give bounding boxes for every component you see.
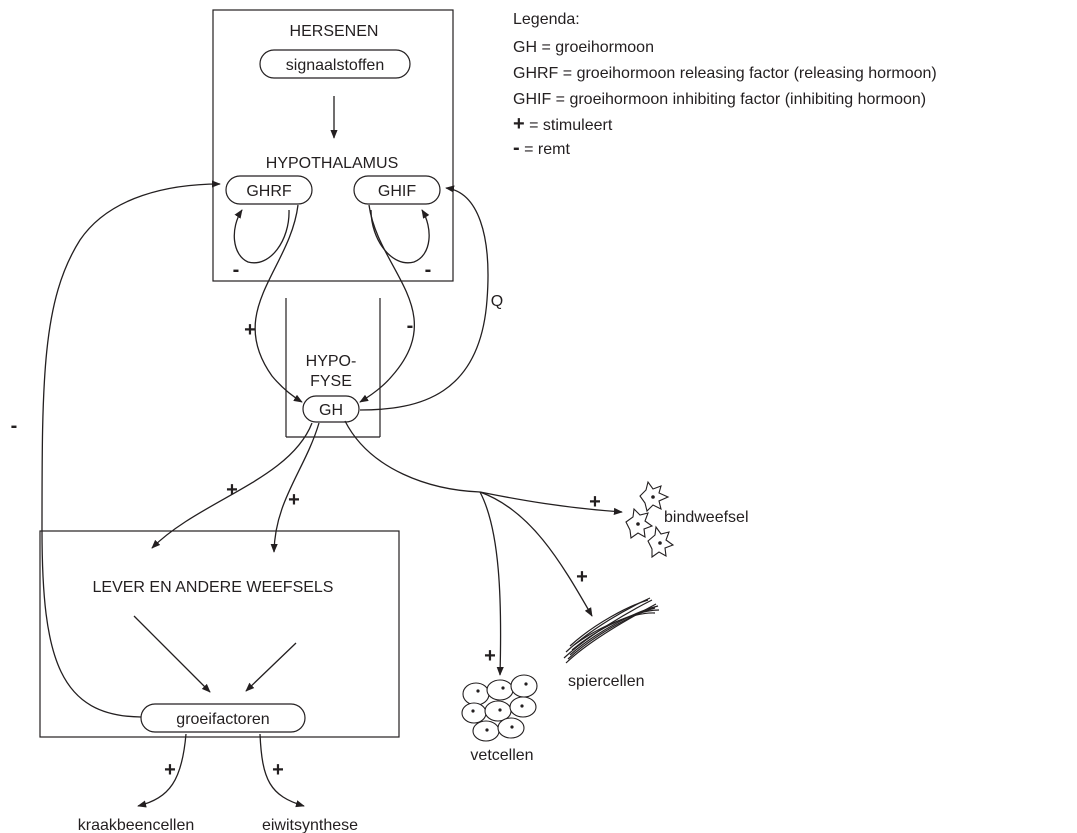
legend-minus-text: = remt — [520, 141, 571, 158]
liver-box — [39, 530, 400, 738]
ghif-label: GHIF — [378, 183, 416, 200]
legend-gh: GH = groeihormoon — [513, 39, 654, 56]
growth-factors-feedback-minus: - — [11, 415, 18, 437]
legend-ghif: GHIF = groeihormoon inhibiting factor (i… — [513, 91, 926, 108]
legend: Legenda: GH = groeihormoon GHRF = groeih… — [513, 11, 937, 159]
signal-pill — [259, 49, 411, 79]
growth-factors-to-cartilage-arrow — [137, 733, 187, 808]
legend-plus: + = stimuleert — [513, 113, 613, 135]
muscle-cells-icon — [563, 597, 660, 664]
legend-minus-symbol: - — [513, 137, 520, 159]
legend-minus: - = remt — [513, 137, 570, 159]
gh-to-connective-arrow — [344, 420, 623, 516]
muscle-cells-label: spiercellen — [568, 673, 644, 690]
ghif-to-gh-minus: - — [407, 315, 414, 337]
signal-label: signaalstoffen — [286, 57, 384, 74]
ghrf-label: GHRF — [246, 183, 292, 200]
fat-cells-icon — [461, 674, 538, 742]
gh-to-connective-plus: + — [589, 491, 601, 513]
gh-to-fat-arrow — [479, 491, 504, 676]
growth-factors-to-cartilage-plus: + — [164, 759, 176, 781]
brain-title: HERSENEN — [290, 23, 379, 40]
ghif-self-loop-minus: - — [425, 259, 432, 281]
ghif-pill — [353, 175, 441, 205]
ghrf-to-gh-arrow — [254, 204, 303, 403]
ghrf-pill — [225, 175, 313, 205]
growth-factors-to-protein-plus: + — [272, 759, 284, 781]
brain-box — [212, 9, 454, 282]
pituitary-label-line2: FYSE — [310, 373, 352, 390]
growth-factors-to-ghrf-feedback-arrow — [41, 180, 221, 718]
ghrf-self-loop-arrow — [233, 209, 290, 264]
gh-to-ghif-feedback-arrow — [359, 185, 489, 411]
liver-title: LEVER EN ANDERE WEEFSELS — [93, 579, 334, 596]
liver-left-arrow — [133, 615, 211, 693]
pituitary-label-line1: HYPO- — [306, 353, 357, 370]
gh-to-liver-right-arrow — [270, 422, 320, 553]
ghif-self-loop-arrow — [370, 209, 430, 264]
gh-pill — [302, 395, 360, 423]
gh-to-liver-left-arrow — [151, 422, 313, 549]
legend-plus-text: = stimuleert — [525, 117, 613, 134]
legend-title: Legenda: — [513, 11, 580, 28]
ghif-to-gh-arrow — [359, 204, 415, 403]
cartilage-label: kraakbeencellen — [78, 817, 195, 833]
legend-plus-symbol: + — [513, 113, 525, 135]
feedback-q-label: Q — [491, 293, 503, 310]
ghrf-to-gh-plus: + — [244, 319, 256, 341]
ghrf-self-loop-minus: - — [233, 259, 240, 281]
gh-to-muscle-plus: + — [576, 566, 588, 588]
connective-tissue-label: bindweefsel — [664, 509, 749, 526]
legend-ghrf: GHRF = groeihormoon releasing factor (re… — [513, 65, 937, 82]
gh-to-fat-plus: + — [484, 645, 496, 667]
connective-tissue-cells-icon — [625, 480, 675, 559]
growth-factors-to-protein-arrow — [259, 733, 305, 808]
hypothalamus-title: HYPOTHALAMUS — [266, 155, 398, 172]
gh-to-muscle-arrow — [479, 491, 593, 617]
liver-right-arrow — [245, 642, 297, 692]
gh-to-liver-right-plus: + — [288, 489, 300, 511]
growth-factors-label: groeifactoren — [176, 711, 269, 728]
growth-factors-pill — [140, 703, 306, 733]
gh-to-liver-left-plus: + — [226, 479, 238, 501]
fat-cells-label: vetcellen — [470, 747, 533, 764]
protein-synthesis-label: eiwitsynthese — [262, 817, 358, 833]
gh-label: GH — [319, 402, 343, 419]
